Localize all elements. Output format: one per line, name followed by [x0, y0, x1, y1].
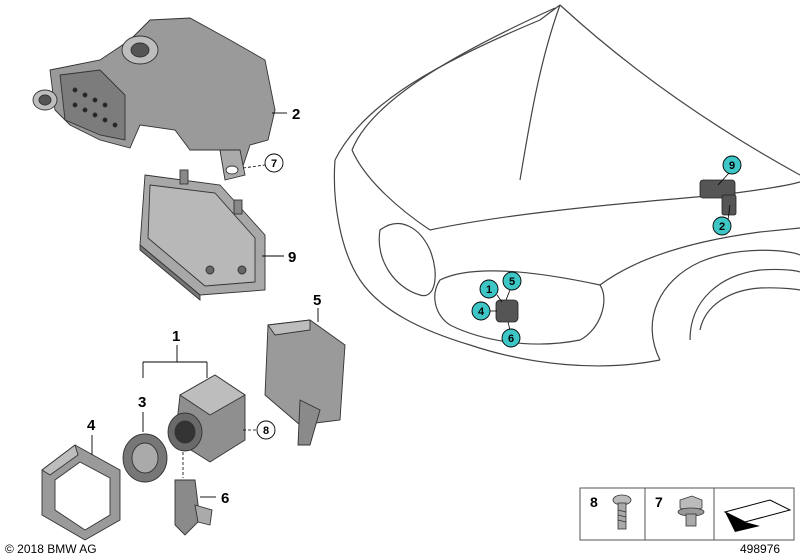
- car-callout-4: 4: [471, 301, 497, 321]
- part-6-label-group: 6: [200, 490, 229, 507]
- part-4-label-group: 4: [87, 417, 96, 455]
- legend-item-8-label: 8: [590, 494, 598, 510]
- part-3-label-group: 3: [138, 394, 146, 432]
- part-7-callout-bracket: 7: [242, 153, 284, 173]
- car-camera-unit: [495, 299, 519, 323]
- part-7-callout-label: 7: [271, 158, 277, 170]
- ring-part-3: [122, 433, 168, 483]
- car-callout-6: 6: [501, 321, 521, 348]
- part-5-label-group: 5: [313, 292, 321, 322]
- car-callout-1: 1: [479, 279, 503, 303]
- car-callout-5-label: 5: [509, 276, 515, 288]
- holder-part-4: [41, 444, 121, 541]
- screw-icon: [612, 494, 632, 530]
- part-1-label-group: 1: [142, 328, 208, 378]
- car-callout-9: 9: [717, 155, 742, 186]
- part-1-label: 1: [172, 328, 180, 345]
- legend-item-7-label: 7: [655, 494, 663, 510]
- fastener-legend: 8 7: [579, 487, 795, 541]
- car-callout-2: 2: [712, 204, 732, 236]
- diagram-number: 498976: [740, 542, 780, 556]
- car-callout-5: 5: [502, 271, 522, 301]
- part-5-label: 5: [313, 292, 321, 309]
- part-9-label: 9: [288, 249, 296, 266]
- car-callout-2-label: 2: [719, 221, 725, 233]
- car-callout-1-label: 1: [486, 284, 492, 296]
- car-sensor-bracket: [699, 179, 737, 216]
- part-4-label: 4: [87, 417, 96, 434]
- part-8-callout-label: 8: [263, 425, 269, 437]
- car-callout-4-label: 4: [478, 306, 485, 318]
- bolt-with-washer-icon: [677, 495, 705, 527]
- arrow-shape-icon: [723, 499, 792, 532]
- car-callout-9-label: 9: [729, 160, 735, 172]
- car-front-outline: [333, 4, 800, 367]
- control-unit-part-9: [139, 169, 266, 301]
- part-2-label-group: 2: [272, 106, 300, 123]
- copyright-text: © 2018 BMW AG: [5, 542, 97, 556]
- part-9-label-group: 9: [262, 249, 296, 266]
- connector-part-6: [174, 452, 213, 536]
- part-8-callout: 8: [243, 420, 276, 440]
- bracket-part-2: [32, 17, 276, 181]
- part-6-label: 6: [221, 490, 229, 507]
- camera-part-1: [167, 374, 246, 463]
- cover-part-5: [264, 319, 346, 446]
- part-3-label: 3: [138, 394, 146, 411]
- car-callout-6-label: 6: [508, 333, 514, 345]
- part-2-label: 2: [292, 106, 300, 123]
